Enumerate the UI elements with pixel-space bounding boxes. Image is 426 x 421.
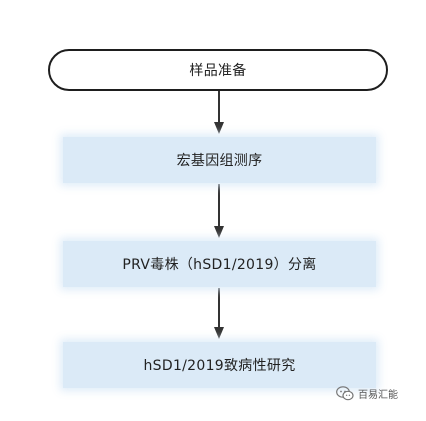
flow-node-sample-preparation: 样品准备	[48, 49, 388, 91]
flow-arrow-1-2	[214, 91, 224, 134]
flow-node-label: 样品准备	[189, 63, 247, 79]
flow-node-label: PRV毒株（hSD1/2019）分离	[122, 257, 317, 273]
flow-node-label: hSD1/2019致病性研究	[143, 358, 296, 374]
flow-arrow-3-4	[214, 288, 224, 339]
watermark: 百易汇能	[336, 386, 398, 401]
flow-node-pathogenicity-study: hSD1/2019致病性研究	[63, 342, 376, 388]
flow-arrow-2-3	[214, 184, 224, 238]
flow-node-prv-strain-isolation: PRV毒株（hSD1/2019）分离	[63, 241, 376, 287]
flow-node-metagenomic-sequencing: 宏基因组测序	[63, 137, 376, 183]
watermark-text: 百易汇能	[358, 390, 398, 401]
flow-node-label: 宏基因组测序	[176, 153, 263, 169]
wechat-icon	[336, 386, 354, 401]
